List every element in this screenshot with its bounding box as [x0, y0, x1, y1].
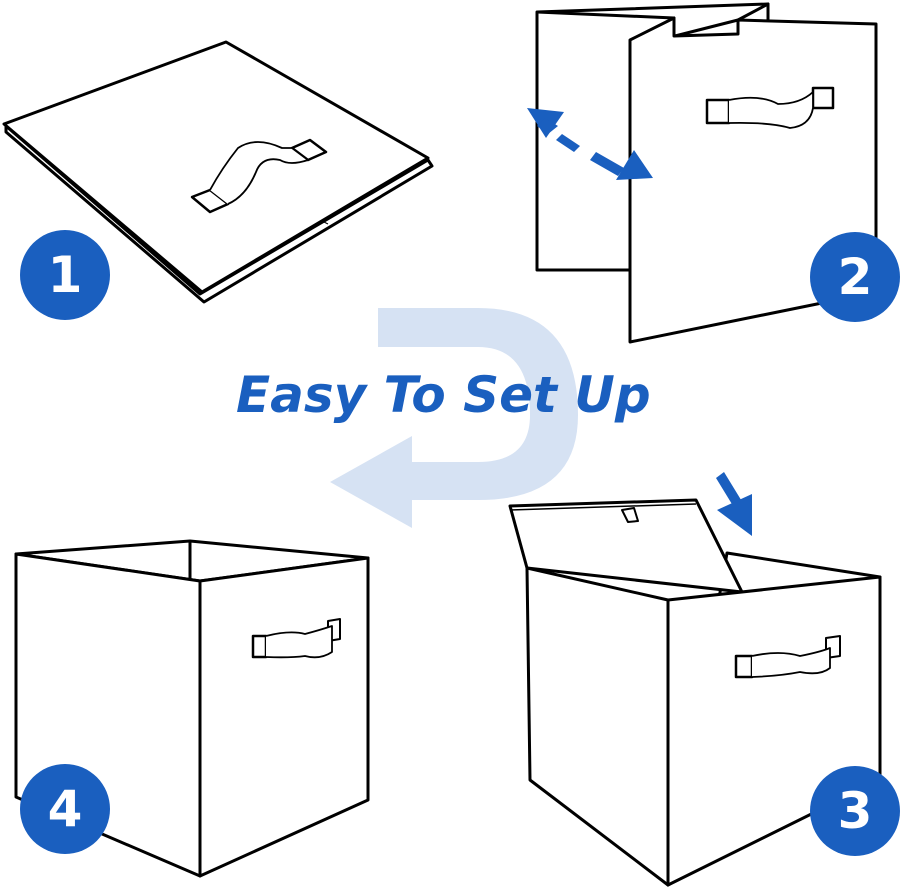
step-badge-3: 3	[810, 766, 900, 856]
step-badge-2: 2	[810, 232, 900, 322]
step-badge-1: 1	[20, 230, 110, 320]
step-number: 3	[837, 782, 873, 840]
step-badge-4: 4	[20, 764, 110, 854]
step-number: 1	[47, 246, 83, 304]
step-number: 4	[47, 780, 83, 838]
diagram-title: Easy To Set Up	[236, 366, 651, 424]
step-number: 2	[837, 248, 873, 306]
